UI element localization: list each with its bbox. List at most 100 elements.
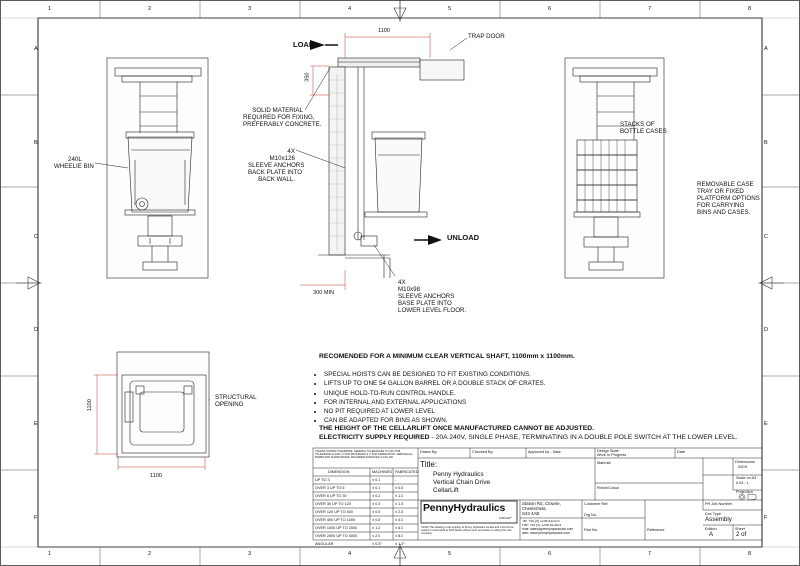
load-label: LOAD [293, 40, 315, 49]
contact-line: Tel: +44 (0) 1246 811475 [522, 520, 560, 523]
tolerance-cell: OVER 400 UP TO 1000 [315, 518, 356, 522]
checked-by-label: Checked By: [472, 450, 494, 454]
tolerance-header: DIMENSION [328, 470, 350, 474]
spec-item: UNIQUE HOLD-TO-RUN CONTROL HANDLE. [324, 389, 545, 398]
tolerance-cell: OVER 6 UP TO 30 [315, 494, 347, 498]
title-line: Vertical Chain Drive [433, 479, 491, 486]
copyright-note: ©2016 This drawing is the property of Pe… [421, 526, 514, 535]
plan-depth-dimension: 1100 [86, 399, 93, 412]
row-label: A [34, 46, 38, 52]
tolerance-cell: ± 0.5° [372, 542, 382, 546]
width-dimension: 1100 [378, 28, 391, 34]
trap-door-label: TRAP DOOR [468, 33, 505, 40]
ph-job-label: PH Job Number [705, 502, 733, 506]
address-line: Station Rd, Clowne, [522, 502, 561, 506]
wheelie-bin-label: 240L WHEELIE BIN [54, 156, 94, 170]
solid-material-note: SOLID MATERIAL REQUIRED FOR FIXING, PREF… [243, 107, 322, 128]
edition-value: A [709, 531, 714, 538]
tolerance-cell: ± 8.0 [395, 534, 404, 538]
column-label: 1 [48, 551, 52, 557]
title-block-lines [312, 447, 763, 541]
plan-width-dimension: 1100 [150, 473, 163, 479]
design-state-label: Design State [597, 449, 619, 453]
tolerance-cell: ± 1.2 [372, 526, 381, 530]
section-view [318, 57, 465, 278]
brand-group: GROUP [499, 517, 512, 520]
row-label: F [764, 515, 768, 521]
tolerance-header: MACHINED [372, 470, 393, 474]
removable-case-note: REMOVABLE CASE TRAY OR FIXED PLATFORM OP… [697, 181, 760, 216]
tolerance-cell: OVER 3 UP TO 6 [315, 486, 345, 490]
tolerance-cell: ± 1.0 [395, 494, 404, 498]
spec-item: LIFTS UP TO ONE 54 GALLON BARREL OR A DO… [324, 379, 545, 388]
row-label: A [764, 46, 768, 52]
address-line: Chesterfield, [522, 507, 547, 511]
contact-line: mail: sales@pennyhydraulics.com [522, 528, 574, 531]
customer-ref-label: Customer Ref. [584, 502, 609, 506]
column-label: 1 [48, 6, 52, 12]
electricity-label: ELECTRICITY SUPPLY REQUIRED [319, 434, 430, 441]
projection-label: Projection [736, 490, 753, 494]
dimensions-value: INCH [738, 465, 748, 469]
tolerance-cell: ± 1.5 [395, 502, 404, 506]
column-label: 3 [248, 6, 252, 12]
row-label: D [34, 327, 39, 333]
tolerance-cell: OVER 30 UP TO 120 [315, 502, 351, 506]
edition-label: Edition [705, 527, 717, 531]
min-clearance-dimension: 300 MIN [313, 290, 335, 296]
spec-list: SPECIAL HOISTS CAN BE DESIGNED TO FIT EX… [312, 370, 545, 426]
tolerance-cell: ± 0.1 [372, 478, 381, 482]
base-anchor-note: 4X M10x98 SLEEVE ANCHORS BASE PLATE INTO… [398, 279, 467, 314]
sheet-value: 2 of [736, 531, 747, 538]
section-dimensions [300, 33, 431, 290]
tolerance-cell: ANGULAR [315, 542, 334, 546]
material-label: Material [597, 461, 611, 465]
drg-no-label: Drg No. [584, 513, 598, 517]
column-label: 8 [748, 551, 752, 557]
tolerance-cell: ± 4.0 [395, 518, 404, 522]
finish-label: Finish/Colour [597, 486, 620, 490]
spec-item: CAN BE ADAPTED FOR BINS AS SHOWN. [324, 416, 545, 425]
sheet-label: Sheet [735, 527, 745, 531]
row-label: C [34, 234, 39, 240]
height-warning: THE HEIGHT OF THE CELLARLIFT ONCE MANUFA… [319, 425, 595, 432]
row-label: F [34, 515, 38, 521]
dimensions-label: Dimensions [735, 460, 755, 464]
bottle-cases-label: STACKS OF BOTTLE CASES [620, 121, 667, 135]
tolerance-cell: OVER 1000 UP TO 2000 [315, 526, 358, 530]
row-label: D [764, 327, 769, 333]
column-label: 6 [548, 6, 552, 12]
row-label: B [34, 140, 38, 146]
title-line: CellarLift [433, 487, 459, 494]
column-label: 2 [148, 551, 152, 557]
tolerance-cell: ± 0.3 [372, 502, 381, 506]
scale-value: 0.04 : 1 [736, 481, 749, 485]
electricity-note: ELECTRICITY SUPPLY REQUIRED - 20A 240V, … [319, 434, 738, 442]
centring-marks [16, 0, 784, 566]
plan-view [116, 351, 210, 458]
leader-lines [194, 37, 627, 401]
tolerance-cell: UP TO 3 [315, 478, 330, 482]
plan-dimensions [94, 374, 206, 470]
tolerance-cell: ± 2.0 [372, 534, 381, 538]
tolerance-cell: ± 6.0 [395, 526, 404, 530]
approved-by-label: Approved by - Date [528, 450, 561, 454]
contact-line: Fax: +44 (0) 1246 810403 [522, 524, 562, 527]
tolerance-cell: ± 0.2 [372, 494, 381, 498]
reference-label: Reference [647, 528, 665, 532]
tolerance-cell: ± 0.8 [372, 518, 381, 522]
tolerance-cell: ± 2.5 [395, 510, 404, 514]
column-label: 7 [648, 6, 652, 12]
column-label: 2 [148, 6, 152, 12]
date-label: Date [677, 450, 686, 454]
title-line: Penny Hydraulics [433, 471, 484, 478]
tolerance-cell: OVER 2000 UP TO 4000 [315, 534, 358, 538]
right-elevation-view [564, 57, 665, 279]
column-label: 8 [748, 6, 752, 12]
column-label: 7 [648, 551, 652, 557]
doc-type-label: Doc Type [705, 512, 721, 516]
column-label: 3 [248, 551, 252, 557]
unload-label: UNLOAD [447, 233, 480, 242]
